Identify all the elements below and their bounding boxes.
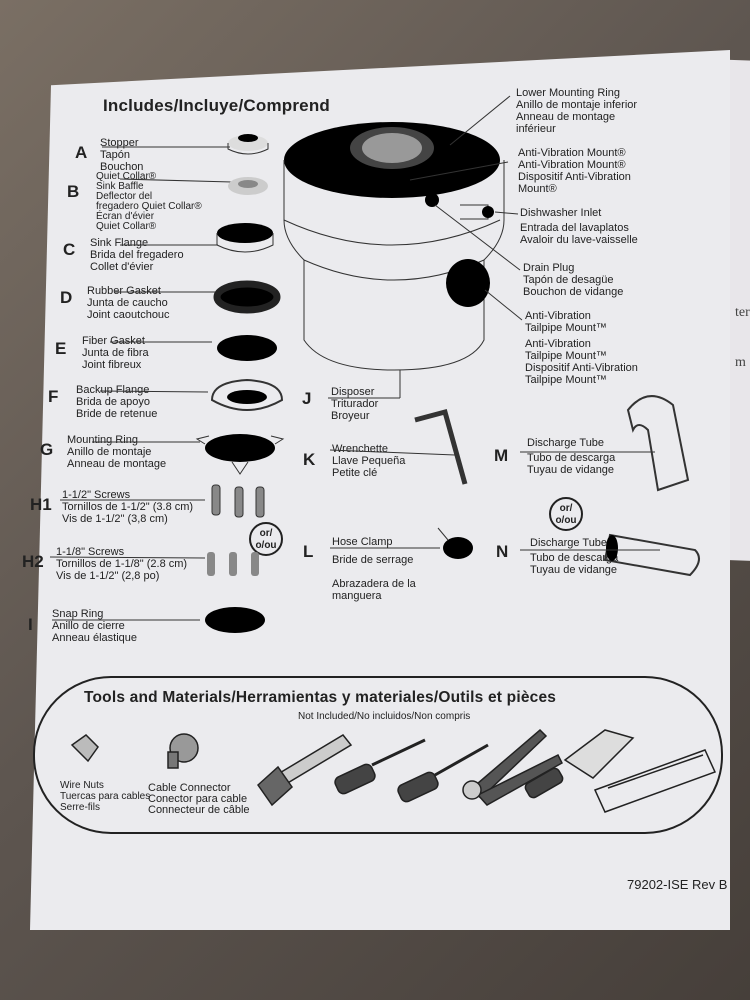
sink-flange-drawing [216,223,274,253]
pliers-icon [462,728,563,806]
stopper-drawing [227,134,269,155]
adjacent-text-1: ter [735,305,750,320]
letter-l: L [303,542,314,561]
putty-knife-icon [524,729,635,799]
or-badge-screws: or/o/ou [249,522,283,556]
letter-i: I [28,615,33,634]
tools-materials-box [33,676,723,834]
letter-n: N [496,542,509,561]
rubber-gasket-drawing [213,280,281,314]
discharge-tube-elbow-drawing [626,395,690,492]
disposer-drawing [283,122,505,371]
snap-ring-drawing [205,607,265,633]
mounting-ring-drawing [195,434,285,475]
h1-screws-drawing [211,484,265,518]
callout-anti-vibration-mount: Anti-Vibration Mount®Anti-Vibration Moun… [518,147,631,195]
letter-c: C [63,240,76,259]
tools-subtitle: Not Included/No incluidos/Non compris [298,711,471,722]
screwdriver-icon-1 [334,738,426,795]
letter-f: F [48,387,59,406]
wrenchette-drawing [414,408,468,485]
letter-b: B [67,182,80,201]
letter-g: G [40,440,54,459]
tools-title: Tools and Materials/Herramientas y mater… [84,689,557,706]
backup-flange-drawing [210,378,284,411]
screwdriver-icon-2 [397,743,489,803]
adjacent-text-2: m [735,355,746,370]
or-badge-tubes: or/o/ou [549,497,583,531]
hose-clamp-drawing [437,527,473,559]
letter-d: D [60,288,73,307]
hacksaw-icon [593,749,717,813]
letter-e: E [55,339,67,358]
letter-h2: H2 [22,552,44,571]
fiber-gasket-drawing [217,335,277,361]
document-code: 79202-ISE Rev B [627,877,728,892]
letter-k: K [303,450,316,469]
wire-nut-icon [70,734,99,763]
letter-a: A [75,143,88,162]
cable-connector-icon [167,733,199,769]
letter-j: J [302,389,312,408]
discharge-tube-straight-drawing [603,533,700,577]
letter-h1: H1 [30,495,52,514]
letter-m: M [494,446,509,465]
hammer-icon [257,734,353,807]
page-title: Includes/Incluye/Comprend [103,96,330,115]
h2-screws-drawing [207,552,259,576]
sink-baffle-drawing [228,177,268,195]
